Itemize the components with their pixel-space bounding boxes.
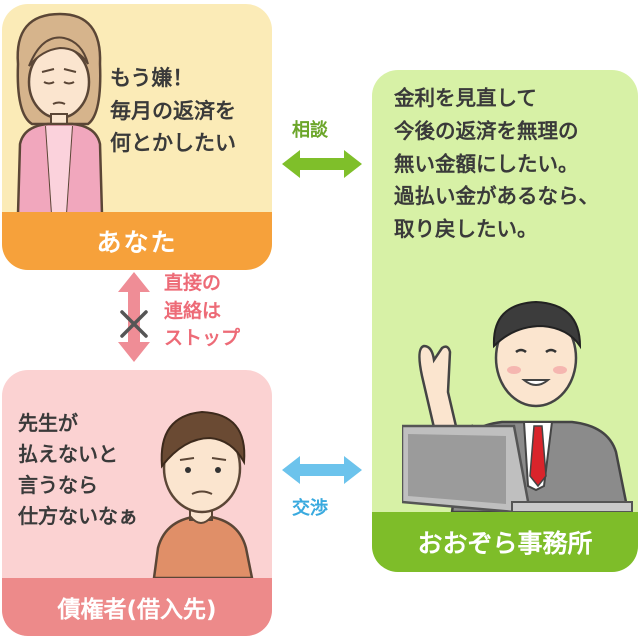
office-speech: 金利を見直して 今後の返済を無理の 無い金額にしたい。 過払い金があるなら、 取… [394,86,599,242]
consult-arrow [282,150,362,178]
office-label: おおぞら事務所 [372,512,638,572]
creditor-label: 債権者(借入先) [2,578,272,636]
creditor-speech: 先生が 払えないと 言うなら 仕方ないなぁ [18,411,138,528]
negotiate-label: 交渉 [292,498,328,519]
you-speech: もう嫌！ 毎月の返済を 何とかしたい [110,66,236,156]
you-card: もう嫌！ 毎月の返済を 何とかしたい あなた [2,4,272,270]
lawyer-character [402,300,633,512]
cross-icon [120,310,148,338]
consult-label: 相談 [292,120,328,141]
you-label: あなた [2,212,272,270]
stop-arrow [118,272,150,362]
woman-character [16,12,104,214]
office-card: 金利を見直して 今後の返済を無理の 無い金額にしたい。 過払い金があるなら、 取… [372,70,638,572]
stop-label: 直接の 連絡は ストップ [164,272,241,350]
man-character [152,410,254,578]
negotiate-arrow [282,456,362,484]
creditor-card: 先生が 払えないと 言うなら 仕方ないなぁ 債権者(借入先) [2,370,272,636]
